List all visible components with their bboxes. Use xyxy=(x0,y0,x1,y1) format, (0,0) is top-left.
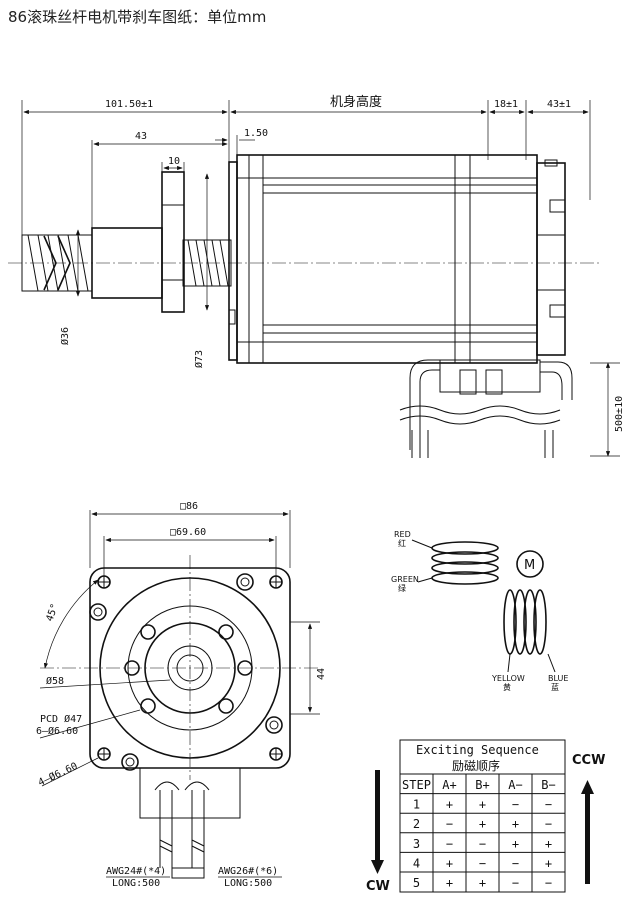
motor-symbol xyxy=(516,550,544,578)
table-cell: − xyxy=(446,817,453,831)
table-cell: + xyxy=(446,876,453,890)
table-header-cell: A+ xyxy=(442,778,456,792)
dim-height: 44 xyxy=(316,668,327,680)
table-cell: − xyxy=(545,876,552,890)
table-cell: + xyxy=(512,817,519,831)
table-cell: − xyxy=(512,876,519,890)
table-cell: + xyxy=(545,856,552,870)
motor-body xyxy=(228,154,566,364)
table-cell: − xyxy=(512,856,519,870)
table-title: Exciting Sequence xyxy=(416,743,539,757)
motor-symbol-label: M xyxy=(524,558,535,573)
table-title-cn: 励磁顺序 xyxy=(452,758,500,773)
wire-green-label-cn: 绿 xyxy=(398,584,406,593)
dim-pcd: PCD Ø47 xyxy=(40,713,82,725)
table-cell: − xyxy=(545,798,552,812)
table-cell: − xyxy=(479,856,486,870)
wire-left-spec: AWG24#(*4) xyxy=(106,866,166,877)
ball-nut xyxy=(91,171,185,313)
pcd-holes xyxy=(124,624,253,714)
table-cell: + xyxy=(512,837,519,851)
cable-exit xyxy=(139,767,241,879)
table-header-cell: A− xyxy=(508,778,522,792)
ccw-arrow-icon xyxy=(581,780,594,794)
wiring-diagram: M RED 红 GREEN 绿 YELLOW 黄 BLUE 蓝 xyxy=(391,530,568,692)
table-header-cell: B+ xyxy=(475,778,489,792)
dim-rear-length: 43±1 xyxy=(547,99,571,110)
table-header-cell: STEP xyxy=(402,778,431,792)
cw-arrow-shaft xyxy=(375,770,380,862)
dim-nut-diameter: Ø36 xyxy=(59,327,71,345)
wire-green-label: GREEN xyxy=(391,575,419,584)
dim-flange-diameter: Ø73 xyxy=(193,350,205,368)
coil-b xyxy=(503,589,556,673)
dim-gap: 1.50 xyxy=(244,128,268,139)
front-view: □86 □69.60 45° Ø58 PCD Ø47 6—Ø6.60 4—Ø6.… xyxy=(36,501,327,889)
table-cell: − xyxy=(479,837,486,851)
wire-yellow-label-cn: 黄 xyxy=(503,682,511,692)
dim-flange-thickness: 10 xyxy=(168,156,180,167)
wire-left-length: LONG:500 xyxy=(112,878,160,889)
dim-pilot-diameter: Ø58 xyxy=(46,675,64,687)
table-cell: 1 xyxy=(413,798,420,812)
dim-pcd-holes: 6—Ø6.60 xyxy=(36,725,78,737)
table-cell: + xyxy=(479,798,486,812)
exciting-sequence-table: Exciting Sequence 励磁顺序 STEP A+ B+ A− B− 1 + + − −… xyxy=(366,739,605,894)
dim-mount-holes: 4—Ø6.60 xyxy=(36,760,79,789)
table-cell: + xyxy=(446,856,453,870)
table-cell: + xyxy=(479,817,486,831)
wire-blue-label-cn: 蓝 xyxy=(551,682,559,692)
dim-bolt-square: □69.60 xyxy=(170,527,206,538)
table-cell: 4 xyxy=(413,856,420,870)
table-cell: 5 xyxy=(413,876,420,890)
ccw-label: CCW xyxy=(572,753,605,768)
wire-blue-label: BLUE xyxy=(548,674,568,683)
wire-red-label: RED xyxy=(394,530,411,539)
page-title: 86滚珠丝杆电机带刹车图纸：单位mm xyxy=(8,8,267,26)
dim-lead-length: 500±10 xyxy=(614,396,625,432)
table-cell: 3 xyxy=(413,837,420,851)
table-cell: + xyxy=(479,876,486,890)
wire-yellow-label: YELLOW xyxy=(491,674,525,683)
side-view: 101.50±1 43 10 1.50 机身高度 18±1 43±1 Ø36 Ø… xyxy=(8,94,625,458)
wire-right-spec: AWG26#(*6) xyxy=(218,866,278,877)
table-cell: 2 xyxy=(413,817,420,831)
dim-angle: 45° xyxy=(44,602,61,623)
cw-label: CW xyxy=(366,879,390,894)
coil-a xyxy=(411,539,499,585)
table-cell: − xyxy=(545,817,552,831)
wire-red-label-cn: 红 xyxy=(398,538,406,548)
table-header-cell: B− xyxy=(541,778,555,792)
wire-right-length: LONG:500 xyxy=(224,878,272,889)
table-cell: − xyxy=(446,837,453,851)
table-cell: + xyxy=(446,798,453,812)
dim-total-left: 101.50±1 xyxy=(105,99,153,110)
table-cell: + xyxy=(545,837,552,851)
dim-body-length: 机身高度 xyxy=(330,94,382,110)
table-cell: − xyxy=(512,798,519,812)
cable-bundle xyxy=(399,359,573,458)
ccw-arrow-shaft xyxy=(585,792,590,884)
cw-arrow-icon xyxy=(371,860,384,874)
dim-square-size: □86 xyxy=(180,501,198,512)
dim-nut-length: 43 xyxy=(135,131,147,142)
side-dimensions: 101.50±1 43 10 1.50 机身高度 18±1 43±1 Ø36 Ø… xyxy=(21,94,625,457)
dim-brake-length: 18±1 xyxy=(494,99,518,110)
